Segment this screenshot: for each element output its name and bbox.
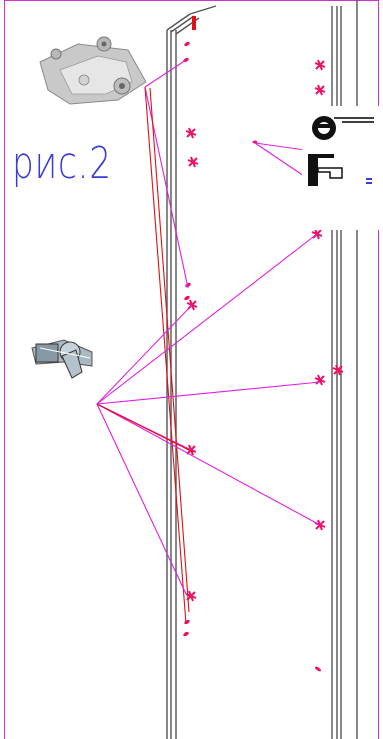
hinge-plate-marker (192, 16, 196, 30)
hinge-leaders (144, 59, 190, 625)
figure-label: рис.2 (12, 138, 112, 189)
dowel-leaders (96, 233, 321, 595)
dowel-leader-red (96, 403, 194, 453)
hole-mark-right-bottom (314, 666, 322, 672)
left-panel (166, 5, 217, 739)
hinge-mounting-plate-icon (39, 36, 147, 105)
inset-leaders (254, 142, 308, 179)
hinge-detail-inset-icon (302, 106, 383, 230)
cam-dowel-fitting-icon (31, 339, 93, 379)
outer-frame (4, 0, 379, 739)
